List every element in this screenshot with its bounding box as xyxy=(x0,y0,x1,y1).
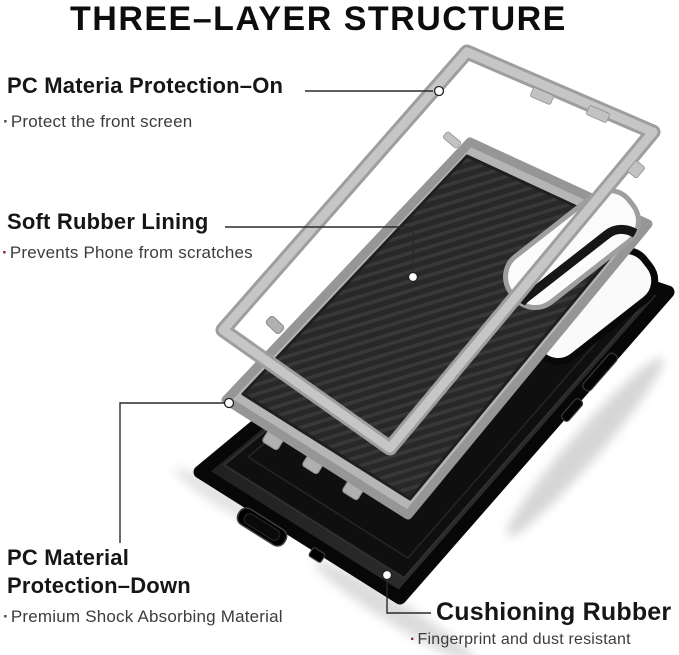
marker-cushioning xyxy=(381,569,393,581)
leader-cushioning xyxy=(386,580,431,614)
callout-desc-cushioning: ·Fingerprint and dust resistant xyxy=(410,631,631,649)
leader-rubber-lining xyxy=(225,226,414,271)
marker-pc-down xyxy=(223,397,235,409)
callout-title-cushioning: Cushioning Rubber xyxy=(436,598,672,626)
mic-cutout xyxy=(308,547,326,563)
callout-title-pc-down-line1: PC Material xyxy=(7,545,130,570)
callout-desc-rubber-lining: ·Prevents Phone from scratches xyxy=(2,243,253,263)
bullet-pc-down: · xyxy=(3,607,9,626)
page-title: THREE–LAYER STRUCTURE xyxy=(70,0,567,38)
callout-markers xyxy=(223,85,445,581)
leader-pc-down xyxy=(119,402,224,543)
usb-port-cutout xyxy=(236,507,288,547)
desc-text-pc-on: Protect the front screen xyxy=(10,112,193,131)
bullet-pc-on: · xyxy=(3,112,9,131)
bullet-cushioning: · xyxy=(410,631,416,648)
marker-rubber-lining xyxy=(407,271,419,283)
desc-text-cushioning: Fingerprint and dust resistant xyxy=(417,631,631,648)
desc-text-rubber-lining: Prevents Phone from scratches xyxy=(9,243,253,262)
callout-title-pc-on: PC Materia Protection–On xyxy=(7,73,284,98)
callout-desc-pc-on: ·Protect the front screen xyxy=(3,112,192,132)
side-button-slot-small xyxy=(560,398,584,422)
front-frame-tabs xyxy=(442,87,645,179)
marker-pc-on xyxy=(433,85,445,97)
side-button-slot xyxy=(582,352,618,392)
desc-text-pc-down: Premium Shock Absorbing Material xyxy=(10,607,283,626)
callout-title-rubber-lining: Soft Rubber Lining xyxy=(7,209,209,234)
bullet-rubber-lining: · xyxy=(2,243,8,262)
leader-lines xyxy=(119,90,433,614)
front-pc-frame-layer xyxy=(215,44,661,456)
callout-desc-pc-down: ·Premium Shock Absorbing Material xyxy=(3,607,283,627)
callout-title-pc-down-line2: Protection–Down xyxy=(7,573,191,598)
